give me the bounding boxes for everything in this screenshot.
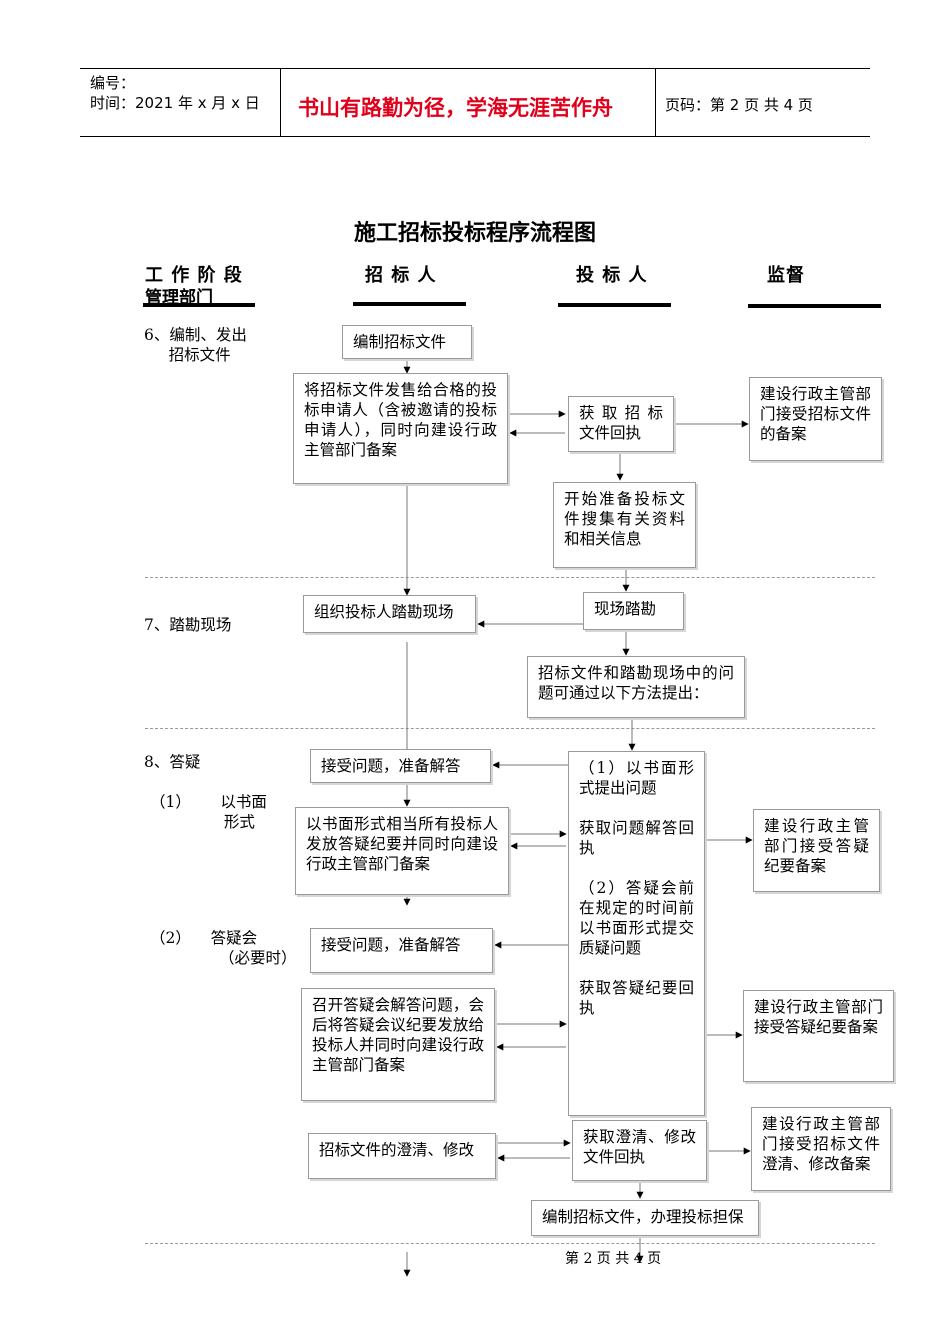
section-divider [145, 728, 875, 729]
header-motto: 书山有路勤为径，学海无涯苦作舟 [298, 96, 613, 120]
stage-7-label: 7、踏勘现场 [144, 616, 232, 634]
column-supervisor-header: 监督 [767, 265, 805, 286]
column-bidder-header: 投 标 人 [576, 265, 648, 286]
box-accept-questions-1: 接受问题，准备解答 [310, 749, 491, 783]
box-prepare-docs: 编制招标文件 [342, 325, 472, 359]
column-stage-bar [143, 303, 255, 307]
box-site-visit: 现场踏勘 [583, 592, 684, 630]
section-divider [145, 1243, 875, 1244]
box-bidder-questions: （1）以书面形式提出问题 获取问题解答回执 （2）答疑会前在规定的时间前以书面形… [568, 751, 705, 1116]
header-divider-right [655, 68, 656, 136]
box-supervisor-filing-2: 建设行政主管部门接受答疑纪要备案 [753, 809, 880, 892]
box-hold-meeting: 召开答疑会解答问题，会后将答疑会议纪要发放给投标人并同时向建设行政主管部门备案 [301, 988, 495, 1101]
stage-8-1-label: （1） 以书面 形式 [150, 793, 267, 831]
box-clarify: 招标文件的澄清、修改 [308, 1133, 496, 1179]
column-bidder-bar [558, 303, 671, 307]
box-start-prepare: 开始准备投标文件搜集有关资料和相关信息 [553, 482, 696, 568]
box-accept-questions-2: 接受问题，准备解答 [310, 928, 493, 973]
box-compile-bid: 编制招标文件，办理投标担保 [531, 1200, 759, 1236]
box-organize-visit: 组织投标人踏勘现场 [303, 595, 476, 633]
stage-6-label: 6、编制、发出 招标文件 [144, 326, 247, 364]
section-divider [145, 577, 875, 578]
box-get-clarify-receipt: 获取澄清、修改文件回执 [572, 1120, 707, 1181]
header-page-label: 页码：第 2 页 共 4 页 [665, 96, 813, 114]
stage-8-2-label: （2） 答疑会 （必要时） [150, 929, 297, 967]
column-tenderer-header: 招 标 人 [365, 265, 437, 286]
stage-8-label: 8、答疑 [144, 753, 201, 771]
box-question-methods: 招标文件和踏勘现场中的问题可通过以下方法提出： [527, 656, 745, 718]
box-supervisor-filing-1: 建设行政主管部门接受招标文件的备案 [749, 377, 882, 461]
header-divider-left [280, 68, 281, 136]
box-sell-docs: 将招标文件发售给合格的投标申请人（含被邀请的投标申请人），同时向建设行政主管部门… [293, 373, 508, 484]
header-bottom-rule [80, 136, 870, 137]
page-footer: 第 2 页 共 4 页 [565, 1251, 662, 1267]
page-title: 施工招标投标程序流程图 [353, 220, 596, 246]
header-time-label: 时间：2021 年 x 月 x 日 [90, 94, 260, 112]
column-tenderer-bar [353, 302, 466, 306]
column-supervisor-bar [748, 304, 881, 308]
box-written-answer: 以书面形式相当所有投标人发放答疑纪要并同时向建设行政主管部门备案 [295, 807, 509, 895]
column-stage-header: 工 作 阶 段 [145, 265, 243, 286]
box-supervisor-filing-3: 建设行政主管部门接受答疑纪要备案 [743, 990, 894, 1082]
box-supervisor-filing-4: 建设行政主管部门接受招标文件澄清、修改备案 [751, 1107, 891, 1191]
header-number-label: 编号： [90, 74, 136, 92]
box-get-receipt: 获 取 招 标文件回执 [568, 396, 674, 452]
header-top-rule [80, 68, 870, 69]
